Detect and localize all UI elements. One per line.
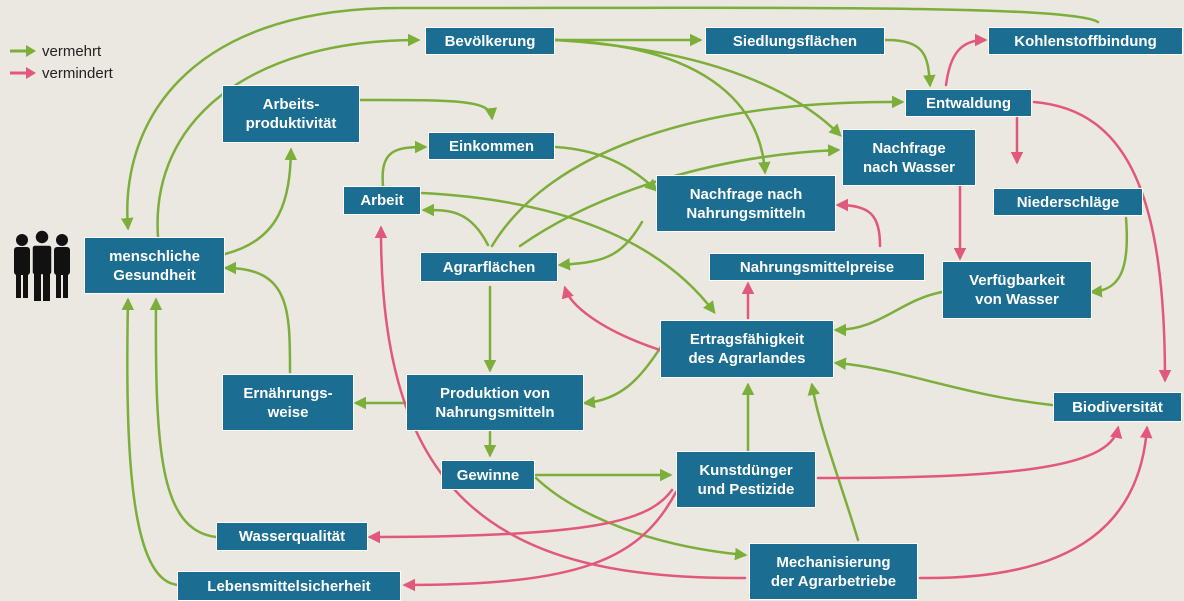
link-arbeit-einkommen bbox=[381, 140, 428, 188]
link-ertrag-agrarflaechen bbox=[561, 285, 662, 352]
link-gesundheit-arbeitsprod bbox=[223, 147, 298, 256]
node-kohlenstoffbindung: Kohlenstoffbindung bbox=[988, 27, 1183, 55]
link-verfuegbarkeit-ertrag bbox=[833, 290, 944, 337]
link-mechanisierung-ertrag bbox=[807, 382, 860, 542]
link-nachfrage-nahrung-agrarflaechen bbox=[557, 220, 644, 271]
link-kunstduenger-wasserqualitaet bbox=[367, 488, 674, 544]
node-bevoelkerung: Bevölkerung bbox=[425, 27, 555, 55]
link-lebensmittel-gesundheit bbox=[121, 297, 182, 587]
link-nahrungsmittelpreise-nachfrage bbox=[835, 198, 882, 248]
legend-increase-label: vermehrt bbox=[42, 42, 102, 60]
link-biodiversitaet-ertrag bbox=[833, 357, 1054, 407]
link-bevoelkerung-nachfrage-wasser bbox=[553, 38, 842, 137]
link-agrarflaechen-arbeit bbox=[421, 203, 490, 247]
link-kunstduenger-biodiversitaet bbox=[816, 425, 1123, 480]
link-mechanisierung-arbeit bbox=[374, 225, 747, 580]
green-arrow-icon bbox=[10, 45, 36, 57]
legend: vermehrt vermindert bbox=[8, 40, 113, 84]
node-arbeitsproduktivitaet: Arbeits- produktivität bbox=[222, 85, 360, 143]
link-kohlenstoff-gesundheit bbox=[120, 6, 1100, 231]
link-ertrag-produktion bbox=[582, 343, 664, 409]
node-nachfrage-nahrung: Nachfrage nach Nahrungsmitteln bbox=[656, 175, 836, 232]
node-entwaldung: Entwaldung bbox=[905, 89, 1032, 117]
node-ertragsfaehigkeit: Ertragsfähigkeit des Agrarlandes bbox=[660, 320, 834, 378]
link-siedlungsflaechen-entwaldung bbox=[883, 38, 936, 88]
node-arbeit: Arbeit bbox=[343, 186, 421, 215]
node-gewinne: Gewinne bbox=[441, 460, 535, 490]
group-of-people-icon bbox=[14, 230, 70, 301]
node-gesundheit: menschliche Gesundheit bbox=[84, 237, 225, 294]
link-agrarflaechen-entwaldung bbox=[490, 95, 905, 248]
link-arbeitsprod-einkommen bbox=[358, 98, 498, 121]
node-ernaehrungsweise: Ernährungs- weise bbox=[222, 374, 354, 431]
red-arrow-icon bbox=[10, 67, 36, 79]
link-wasserqualitaet-gesundheit bbox=[149, 297, 218, 539]
node-kunstduenger: Kunstdünger und Pestizide bbox=[676, 451, 816, 508]
legend-decrease-label: vermindert bbox=[42, 64, 113, 82]
node-agrarflaechen: Agrarflächen bbox=[420, 252, 558, 282]
legend-decrease: vermindert bbox=[8, 62, 113, 84]
link-kunstduenger-lebensmittel bbox=[402, 490, 678, 592]
link-entwaldung-biodiversitaet bbox=[1032, 100, 1172, 383]
link-niederschlaege-verfuegbarkeit bbox=[1089, 216, 1129, 298]
link-gewinne-mechanisierung bbox=[534, 476, 748, 561]
link-ernaehrungsweise-gesundheit bbox=[223, 261, 292, 374]
node-wasserqualitaet: Wasserqualität bbox=[216, 522, 368, 551]
link-einkommen-nachfrage-nahrung bbox=[554, 145, 658, 192]
node-lebensmittelsicherheit: Lebensmittelsicherheit bbox=[177, 571, 401, 601]
node-nachfrage-wasser: Nachfrage nach Wasser bbox=[842, 129, 976, 186]
node-verfuegbarkeit-wasser: Verfügbarkeit von Wasser bbox=[942, 261, 1092, 319]
node-biodiversitaet: Biodiversität bbox=[1053, 392, 1182, 422]
link-mechanisierung-biodiversitaet bbox=[918, 425, 1153, 580]
node-einkommen: Einkommen bbox=[428, 132, 555, 160]
node-siedlungsflaechen: Siedlungsflächen bbox=[705, 27, 885, 55]
link-arbeit-ertragsfaehigkeit bbox=[420, 191, 716, 314]
node-nahrungsmittelpreise: Nahrungsmittelpreise bbox=[709, 253, 925, 281]
legend-increase: vermehrt bbox=[8, 40, 113, 62]
node-mechanisierung: Mechanisierung der Agrarbetriebe bbox=[749, 543, 918, 600]
node-niederschlaege: Niederschläge bbox=[993, 188, 1143, 216]
link-entwaldung-kohlenstoff bbox=[944, 33, 988, 87]
node-produktion: Produktion von Nahrungsmitteln bbox=[406, 374, 584, 431]
